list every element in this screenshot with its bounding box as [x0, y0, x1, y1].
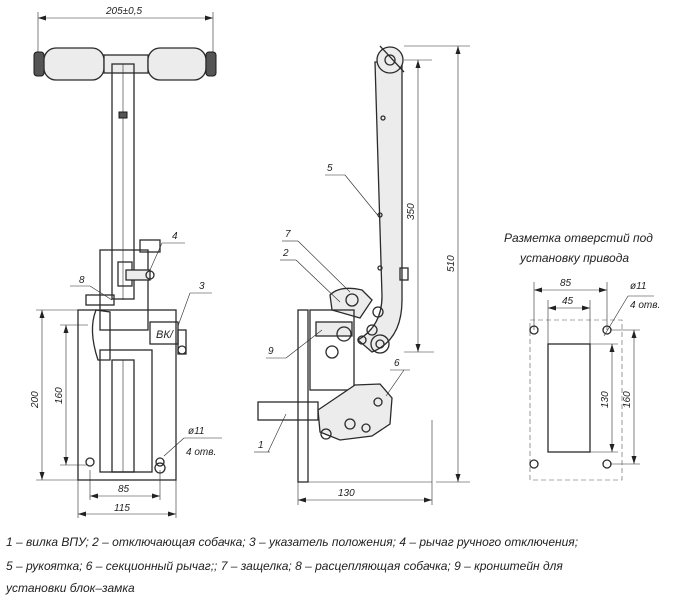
- hole-layout: Разметка отверстий под установку привода…: [504, 231, 660, 481]
- dim-85-layout: 85: [560, 278, 572, 289]
- dim-130-side: 130: [338, 488, 355, 499]
- caption-line-2: 5 – рукоятка; 6 – секционный рычаг;; 7 –…: [6, 559, 563, 573]
- holes-count-right: 4 отв.: [630, 300, 660, 311]
- holes-count-left: 4 отв.: [186, 447, 216, 458]
- callout-4: 4: [172, 231, 178, 242]
- caption-line-1: 1 – вилка ВПУ; 2 – отключающая собачка; …: [6, 535, 578, 549]
- dim-350: 350: [406, 203, 417, 220]
- callout-5: 5: [327, 163, 333, 174]
- front-view: 205±0,5 ВК/: [30, 6, 222, 518]
- dim-130-layout: 130: [600, 391, 611, 408]
- caption: 1 – вилка ВПУ; 2 – отключающая собачка; …: [5, 535, 578, 595]
- callout-7: 7: [285, 229, 291, 240]
- dim-200: 200: [30, 391, 41, 409]
- callout-8: 8: [79, 275, 85, 286]
- dim-160: 160: [54, 387, 65, 404]
- callout-6: 6: [394, 358, 400, 369]
- side-view: 130 350 510 5 7 2 9 6 1: [254, 45, 470, 505]
- dim-85: 85: [118, 484, 130, 495]
- dim-115: 115: [114, 503, 130, 514]
- caption-line-3: установки блок–замка: [5, 581, 135, 595]
- handle-grip-left: [43, 47, 105, 81]
- callout-3: 3: [199, 281, 205, 292]
- svg-text:ВК/: ВК/: [156, 329, 174, 341]
- callout-9: 9: [268, 346, 274, 357]
- handle-grip-right: [147, 47, 207, 81]
- dim-205: 205±0,5: [105, 6, 143, 17]
- hole-diameter-left: ø11: [188, 426, 205, 437]
- dim-510: 510: [446, 255, 457, 272]
- callout-2: 2: [282, 248, 289, 259]
- layout-title-line2: установку привода: [519, 251, 629, 265]
- callout-1: 1: [258, 440, 264, 451]
- dim-45-layout: 45: [562, 296, 574, 307]
- layout-title-line1: Разметка отверстий под: [504, 231, 653, 245]
- hole-diameter-right: ø11: [630, 281, 647, 292]
- dim-160-layout: 160: [622, 391, 633, 408]
